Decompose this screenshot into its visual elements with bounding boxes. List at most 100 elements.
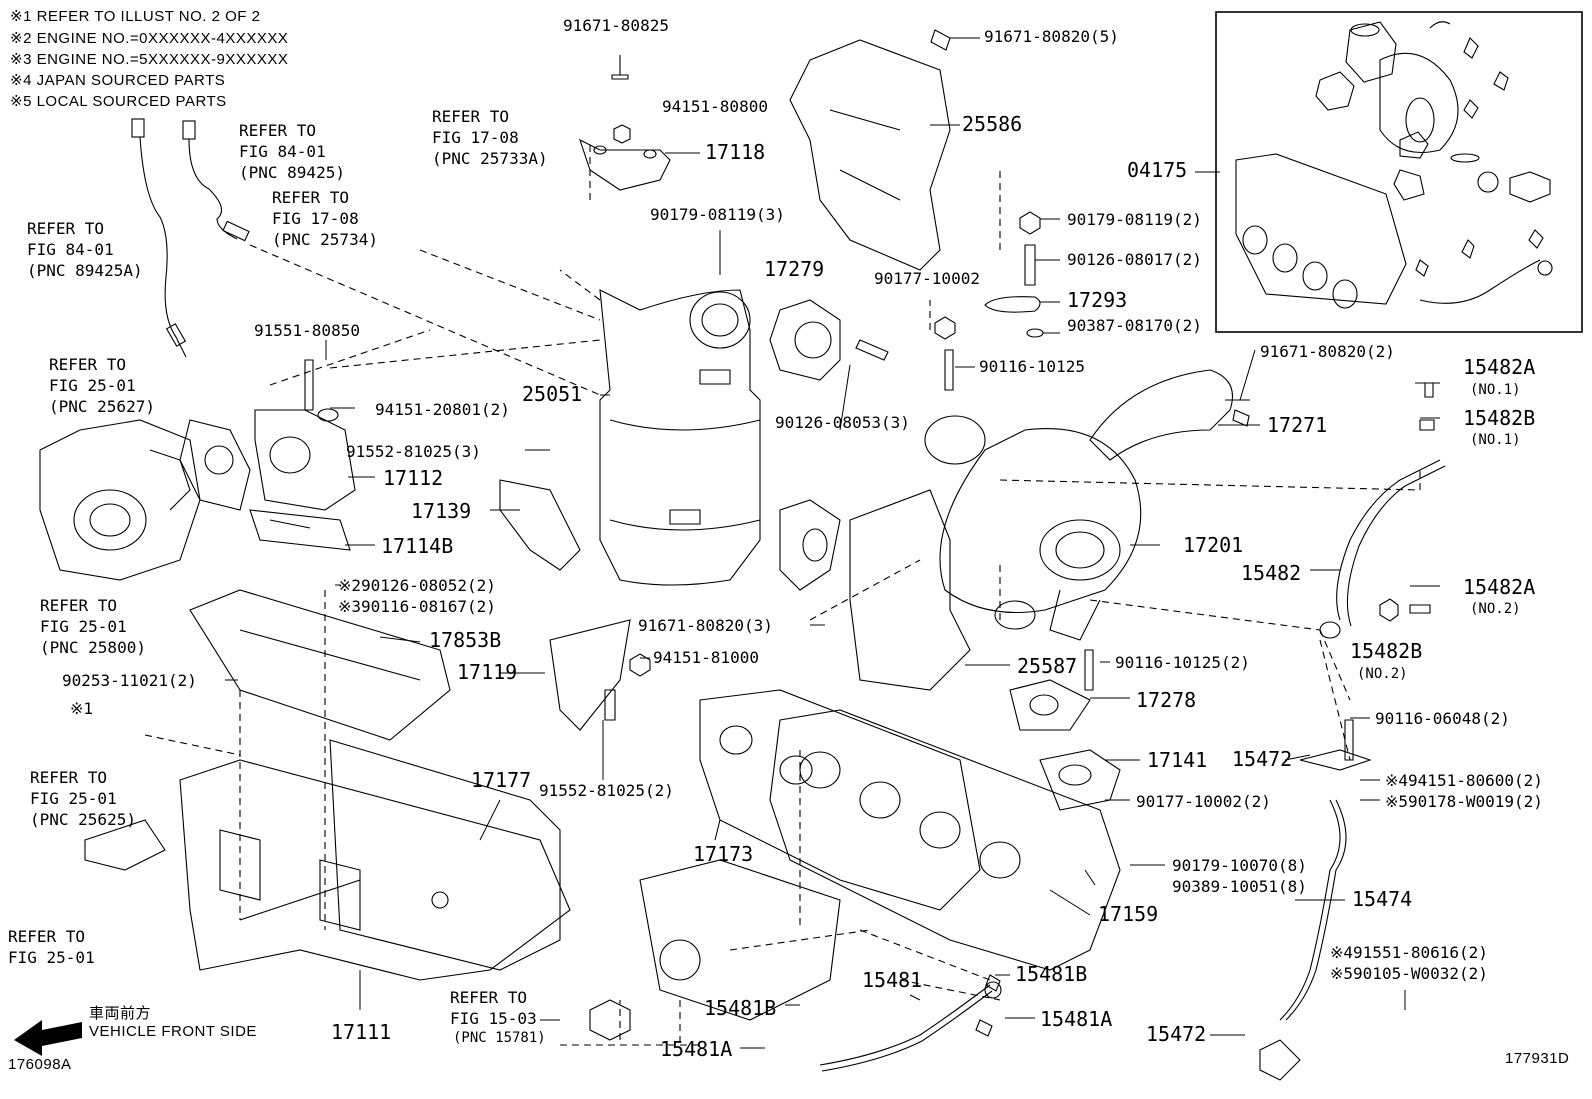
catalytic-converter-25051 — [599, 289, 841, 591]
part-17271[interactable]: 17271 — [1267, 413, 1328, 437]
stud-15472-area — [1344, 719, 1354, 761]
part-17159[interactable]: 17159 — [1098, 902, 1159, 926]
part-04175[interactable]: 04175 — [1127, 158, 1188, 182]
gasket-17177 — [329, 739, 561, 971]
part-15472-top[interactable]: 15472 — [1232, 747, 1293, 771]
note-3: ※3 ENGINE NO.=5XXXXXX-9XXXXXX — [10, 51, 289, 68]
part-17279[interactable]: 17279 — [764, 257, 825, 281]
part-91551-80850[interactable]: 91551-80850 — [254, 321, 360, 340]
part-91671-80820-2[interactable]: 91671-80820(2) — [1260, 342, 1395, 361]
part-91552-81025-2[interactable]: 91552-81025(2) — [539, 781, 674, 800]
intake-manifold-17111 — [179, 759, 571, 981]
part-90126-08052-2[interactable]: ※290126-08052(2) — [338, 576, 496, 595]
part-15481B-right[interactable]: 15481B — [1015, 962, 1088, 986]
insulator-17853B — [189, 589, 451, 741]
part-15482A-no1[interactable]: 15482A — [1463, 355, 1536, 379]
part-15481B-left[interactable]: 15481B — [704, 996, 777, 1020]
part-90253-11021-2[interactable]: 90253-11021(2) — [62, 671, 197, 690]
part-90179-08119-3[interactable]: 90179-08119(3) — [650, 205, 785, 224]
part-94151-81000[interactable]: 94151-81000 — [653, 648, 759, 667]
heat-shield-25586 — [789, 39, 951, 271]
part-90177-10002-2[interactable]: 90177-10002(2) — [1136, 792, 1271, 811]
part-17201[interactable]: 17201 — [1183, 533, 1244, 557]
part-90389-10051-8[interactable]: 90389-10051(8) — [1172, 877, 1307, 896]
part-17293[interactable]: 17293 — [1067, 288, 1128, 312]
part-15482B-no2[interactable]: 15482B — [1350, 639, 1423, 663]
part-25586[interactable]: 25586 — [962, 112, 1023, 136]
part-15481[interactable]: 15481 — [862, 968, 923, 992]
illustration-number-left: 176098A — [8, 1056, 72, 1073]
gasket-17279 — [769, 299, 841, 381]
gasket-17173 — [699, 689, 981, 911]
refer-fig-15-03-pnc[interactable]: (PNC 15781) — [453, 1030, 546, 1046]
pipe-15481 — [819, 974, 1002, 1072]
part-17173[interactable]: 17173 — [693, 842, 754, 866]
part-91671-80820-5[interactable]: 91671-80820(5) — [984, 27, 1119, 46]
part-17177[interactable]: 17177 — [471, 768, 532, 792]
part-91551-80616-2[interactable]: ※491551-80616(2) — [1330, 943, 1488, 962]
part-90179-08119-2[interactable]: 90179-08119(2) — [1067, 210, 1202, 229]
part-91671-80820-3[interactable]: 91671-80820(3) — [638, 616, 773, 635]
refer-fig-84-01-a[interactable]: REFER TO FIG 84-01 (PNC 89425A) — [27, 219, 143, 280]
part-91552-81025-3[interactable]: 91552-81025(3) — [346, 442, 481, 461]
part-90178-W0019-2[interactable]: ※590178-W0019(2) — [1385, 792, 1543, 811]
part-90126-08053-3[interactable]: 90126-08053(3) — [775, 413, 910, 432]
part-17118[interactable]: 17118 — [705, 140, 766, 164]
part-90116-06048-2[interactable]: 90116-06048(2) — [1375, 709, 1510, 728]
part-15482B-no1[interactable]: 15482B — [1463, 406, 1536, 430]
part-15481A-right[interactable]: 15481A — [1040, 1007, 1113, 1031]
note-ref-1: ※1 — [70, 699, 94, 718]
part-90179-10070-8[interactable]: 90179-10070(8) — [1172, 856, 1307, 875]
part-15482A-no2[interactable]: 15482A — [1463, 575, 1536, 599]
part-90116-10125[interactable]: 90116-10125 — [979, 357, 1085, 376]
part-17114B[interactable]: 17114B — [381, 534, 454, 558]
part-17278[interactable]: 17278 — [1136, 688, 1197, 712]
bracket-17119 — [549, 619, 651, 731]
heat-shield-17271 — [1089, 369, 1234, 461]
part-94151-20801-2[interactable]: 94151-20801(2) — [375, 400, 510, 419]
part-94151-80600-2[interactable]: ※494151-80600(2) — [1385, 771, 1543, 790]
refer-fig-17-08-a[interactable]: REFER TO FIG 17-08 (PNC 25734) — [272, 188, 378, 249]
refer-fig-84-01-b[interactable]: REFER TO FIG 84-01 (PNC 89425) — [239, 121, 345, 182]
part-90177-10002[interactable]: 90177-10002 — [874, 269, 980, 288]
part-90387-08170-2[interactable]: 90387-08170(2) — [1067, 316, 1202, 335]
refer-fig-25-01-d[interactable]: REFER TO FIG 25-01 — [8, 927, 95, 967]
refer-fig-25-01-a[interactable]: REFER TO FIG 25-01 (PNC 25627) — [49, 355, 155, 416]
part-15481A-left[interactable]: 15481A — [660, 1037, 733, 1061]
bolt-17271 — [1232, 409, 1250, 427]
refer-fig-17-08-b[interactable]: REFER TO FIG 17-08 (PNC 25733A) — [432, 107, 548, 168]
refer-fig-25-01-c[interactable]: REFER TO FIG 25-01 (PNC 25625) — [30, 768, 136, 829]
dashed-lines — [144, 140, 1421, 1046]
leader-lines — [225, 37, 1440, 1049]
part-25051[interactable]: 25051 — [522, 382, 583, 406]
sensor-wires — [131, 118, 250, 358]
part-17853B[interactable]: 17853B — [429, 628, 502, 652]
pipe-15474 — [1259, 749, 1372, 1081]
part-15474[interactable]: 15474 — [1352, 887, 1413, 911]
egr-valve-left — [39, 419, 201, 581]
part-17139[interactable]: 17139 — [411, 499, 472, 523]
part-91671-80825[interactable]: 91671-80825 — [563, 16, 669, 35]
refer-fig-25-01-b[interactable]: REFER TO FIG 25-01 (PNC 25800) — [40, 596, 146, 657]
refer-fig-15-03[interactable]: REFER TO FIG 15-03 — [450, 988, 537, 1028]
part-17111[interactable]: 17111 — [331, 1020, 392, 1044]
part-94151-80800[interactable]: 94151-80800 — [662, 97, 768, 116]
gasket-egr — [179, 419, 251, 511]
part-90116-10125-2[interactable]: 90116-10125(2) — [1115, 653, 1250, 672]
bracket-17111-side — [84, 819, 166, 871]
stud-90126-08053 — [855, 339, 889, 361]
bolt-top-right — [930, 29, 951, 51]
part-15482[interactable]: 15482 — [1241, 561, 1302, 585]
part-90126-08017-2[interactable]: 90126-08017(2) — [1067, 250, 1202, 269]
part-15482B-no1-note: (NO.1) — [1470, 432, 1521, 448]
part-25587[interactable]: 25587 — [1017, 654, 1078, 678]
part-90105-W0032-2[interactable]: ※590105-W0032(2) — [1330, 964, 1488, 983]
part-17119[interactable]: 17119 — [457, 660, 518, 684]
part-17112[interactable]: 17112 — [383, 466, 444, 490]
part-90116-08167-2[interactable]: ※390116-08167(2) — [338, 597, 496, 616]
vehicle-front-en: VEHICLE FRONT SIDE — [89, 1023, 257, 1040]
part-17141[interactable]: 17141 — [1147, 748, 1208, 772]
stud-90116-10125-2 — [1084, 649, 1094, 691]
part-15472-bottom[interactable]: 15472 — [1146, 1022, 1207, 1046]
